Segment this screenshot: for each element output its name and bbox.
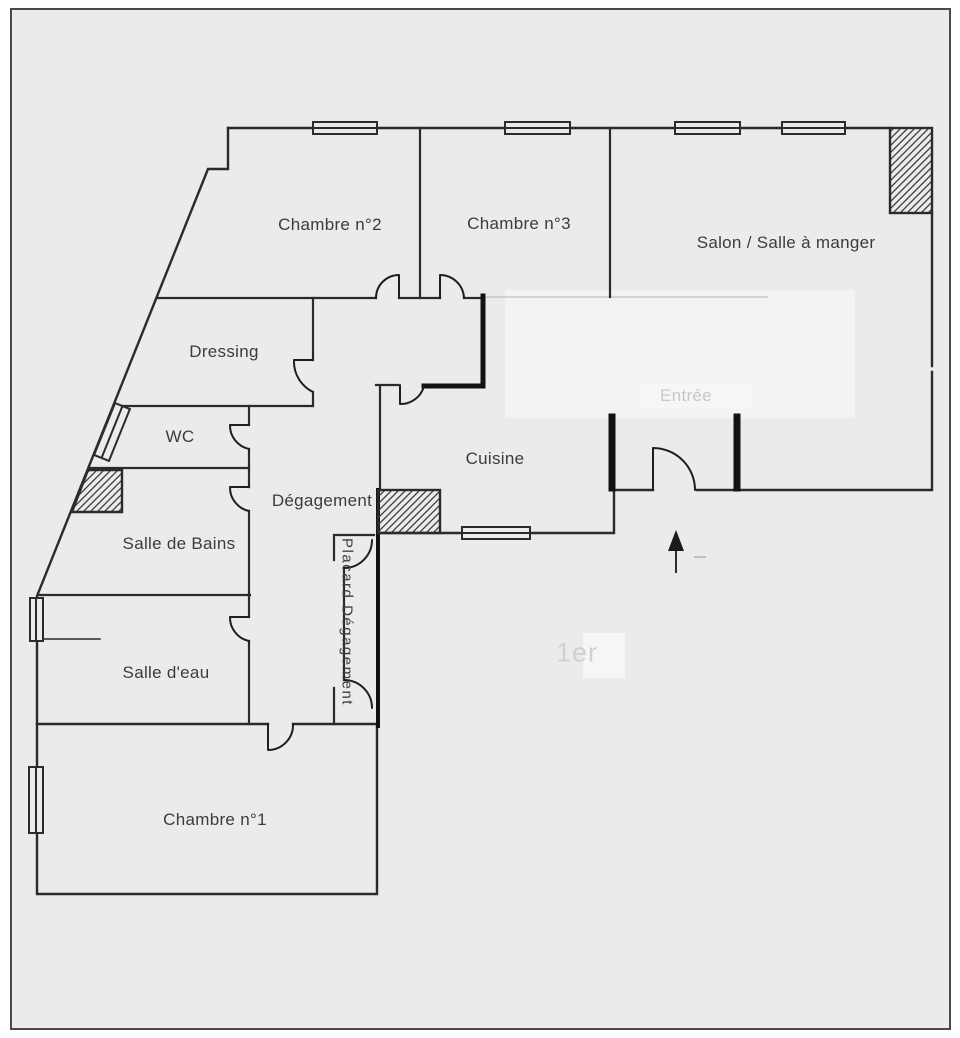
window-chambre2 — [312, 121, 378, 135]
room-label-salle-deau: Salle d'eau — [122, 663, 210, 682]
window-salon-1 — [674, 121, 741, 135]
door-cuisine — [399, 384, 425, 406]
hatched-ducts — [70, 126, 934, 535]
room-label-salon: Salon / Salle à manger — [696, 233, 876, 252]
window-chambre1 — [28, 766, 44, 834]
window-chambre3 — [504, 121, 571, 135]
annotation-floor-1er: 1er — [555, 637, 599, 668]
door-chambre2 — [375, 274, 400, 299]
door-wc — [228, 424, 250, 450]
room-label-salle-de-bains: Salle de Bains — [122, 534, 236, 553]
door-salledeau — [228, 616, 250, 642]
room-label-chambre2: Chambre n°2 — [278, 215, 382, 234]
room-label-placard-degagement: Placard Dégagement — [338, 538, 356, 706]
room-label-chambre1: Chambre n°1 — [163, 810, 267, 829]
placard-outline — [332, 533, 376, 726]
interior-walls — [36, 126, 612, 726]
scan-light-patches — [505, 290, 855, 678]
room-label-chambre3: Chambre n°3 — [467, 214, 571, 233]
room-label-wc: WC — [165, 427, 195, 446]
window-cuisine — [461, 526, 531, 540]
door-swings — [228, 273, 696, 751]
annotation-entree: Entrée — [660, 386, 712, 405]
entrance-arrow-icon — [668, 530, 706, 573]
room-label-cuisine: Cuisine — [465, 449, 525, 468]
windows — [28, 121, 846, 834]
door-dressing — [292, 359, 314, 393]
duct-sdb — [70, 468, 124, 514]
window-wc-diagonal — [92, 401, 132, 463]
door-chambre1 — [267, 723, 295, 751]
window-salledeau — [29, 597, 44, 642]
doors-placard — [343, 539, 373, 709]
page-border — [10, 8, 951, 1030]
window-salon-2 — [781, 121, 846, 135]
door-entrance — [652, 447, 696, 491]
room-label-dressing: Dressing — [189, 342, 259, 361]
door-sdb — [228, 486, 250, 512]
thick-wall-cuisine-corner — [421, 293, 486, 389]
wall-cuisine-left — [374, 383, 400, 492]
duct-salon-corner — [888, 126, 934, 215]
door-chambre3 — [439, 273, 465, 299]
room-label-degagement: Dégagement — [271, 491, 373, 510]
duct-cuisine — [376, 488, 442, 535]
